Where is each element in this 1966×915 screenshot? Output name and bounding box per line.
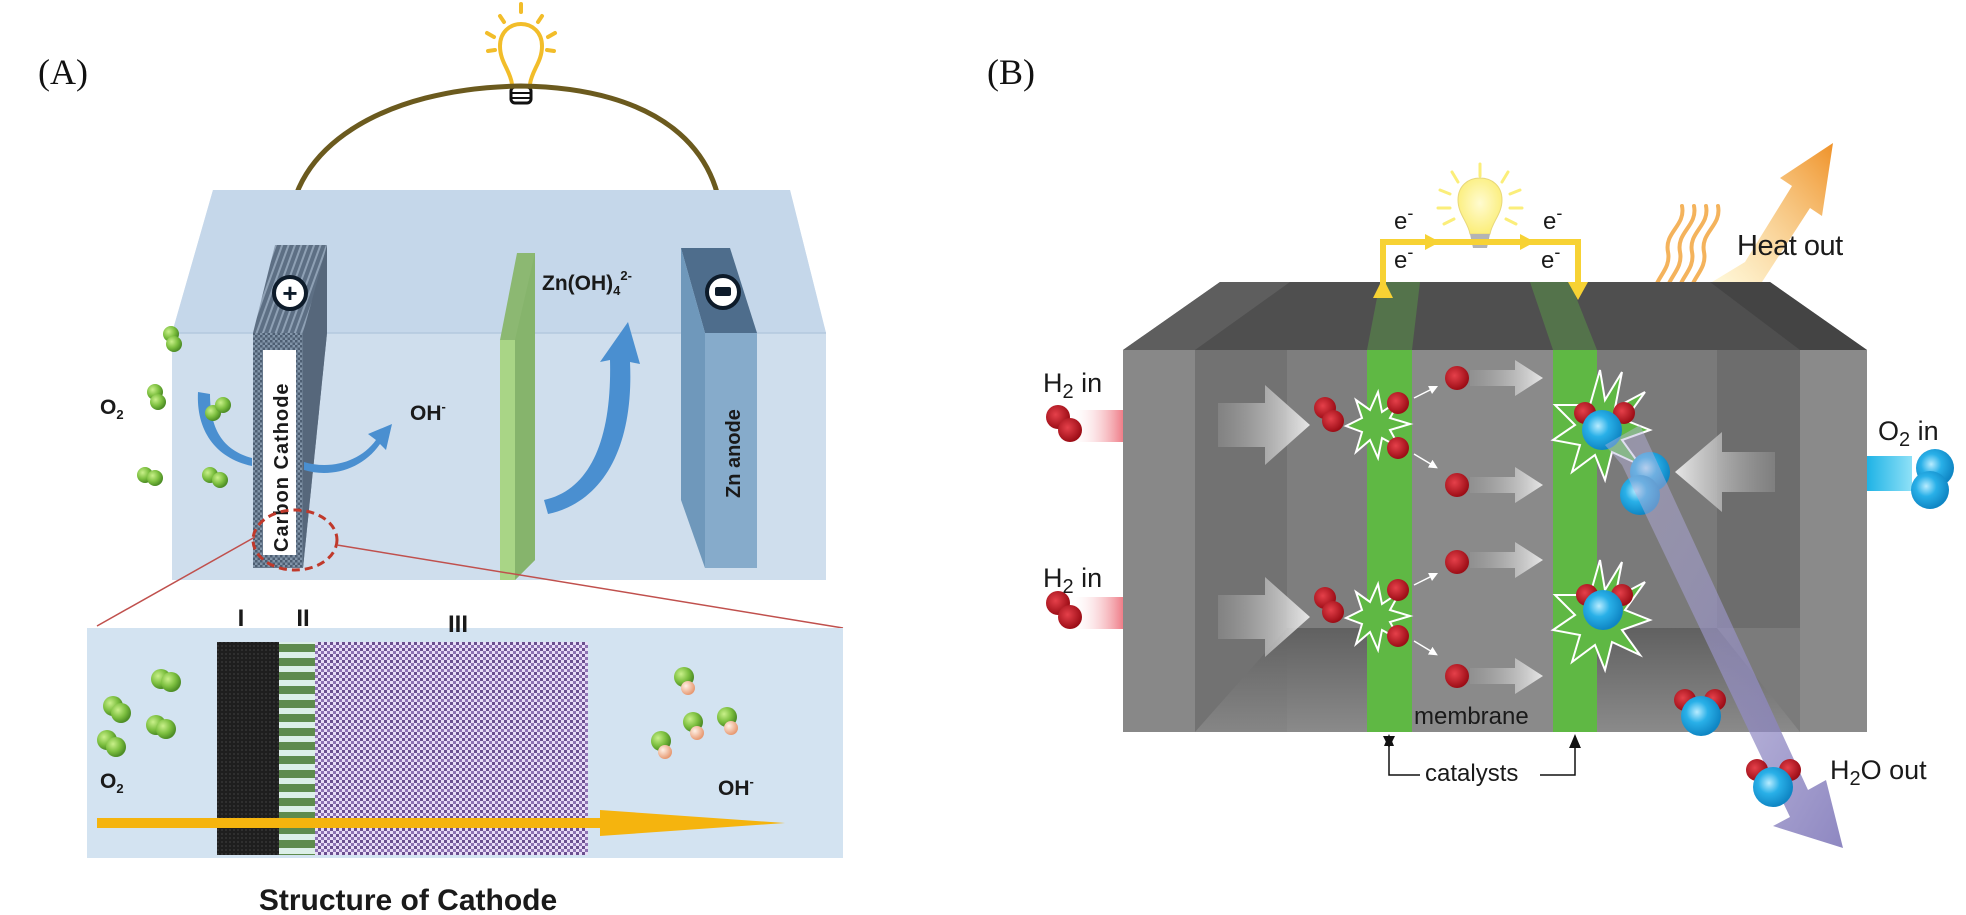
layer-iii-label: III	[448, 611, 468, 638]
heat-out-label: Heat out	[1737, 230, 1843, 262]
inset-oxygen-label: O2	[100, 770, 124, 796]
catalysts-label: catalysts	[1425, 760, 1518, 787]
o2-in-label: O2 in	[1878, 416, 1939, 451]
catalysts-bracket	[1383, 734, 1581, 776]
proton-icon	[1445, 550, 1469, 574]
h2o-molecule-icon	[1576, 584, 1633, 630]
separator	[500, 253, 535, 580]
svg-text:+: +	[282, 278, 297, 308]
o2-molecule-icon	[147, 384, 166, 410]
proton-icon	[1445, 473, 1469, 497]
membrane-label: membrane	[1414, 703, 1529, 730]
positive-terminal-icon: +	[272, 275, 308, 311]
zn-anode: Zn anode	[681, 248, 757, 568]
layer-i-label: I	[238, 605, 245, 632]
oh-molecule-icon	[683, 712, 704, 740]
o2-molecule-icon	[151, 669, 181, 692]
oh-molecules-inset	[651, 667, 738, 759]
heat-arrow-icon	[1652, 143, 1833, 302]
layer-ii-label: II	[296, 605, 309, 632]
cathode-structure-inset: I II III O2 OH-	[87, 605, 843, 858]
proton-icon	[1445, 366, 1469, 390]
panel-a: (A)	[38, 2, 844, 915]
h2o-molecule-icon	[1674, 689, 1726, 736]
proton-icon	[1387, 437, 1409, 459]
o2-molecule-icon	[103, 696, 131, 723]
o2-molecule-icon	[146, 715, 176, 739]
gas-flow-arrows	[1218, 360, 1775, 694]
o2-inlet: O2 in	[1867, 416, 1954, 509]
proton-icon	[1387, 392, 1409, 414]
panel-a-label: (A)	[38, 52, 88, 92]
h2o-out-label: H2O out	[1830, 755, 1927, 790]
h2-molecule-icon	[1314, 587, 1344, 623]
oxygen-label: O2	[100, 396, 124, 422]
carbon-cathode: Carbon Cathode +	[253, 245, 327, 568]
transport-arrow-icon	[97, 810, 785, 836]
panel-b-label: (B)	[987, 52, 1035, 92]
h2-in-label-lower: H2 in	[1043, 563, 1102, 598]
h2o-molecule-icon	[1746, 759, 1801, 807]
electron-label-1: e-	[1394, 203, 1413, 235]
o2-molecule-icon	[163, 326, 182, 352]
oh-molecule-icon	[674, 667, 695, 695]
h2-molecule-icon	[1314, 397, 1344, 432]
o2-molecule-icon	[1911, 449, 1954, 509]
inset-hydroxide-label: OH-	[718, 774, 754, 800]
circuit-wire	[287, 83, 725, 276]
o2-molecule-icon	[205, 397, 231, 421]
electron-label-3: e-	[1543, 203, 1562, 235]
o2-molecule-icon	[137, 467, 163, 486]
hydroxide-label: OH-	[410, 399, 446, 425]
h2-inlet-lower: H2 in	[1043, 563, 1123, 629]
o2-molecule-icon	[202, 467, 228, 488]
electrolyte-cell	[172, 190, 826, 580]
zoom-callout	[96, 508, 844, 629]
fuel-cell-body	[1123, 282, 1867, 732]
light-bulb-icon	[1436, 162, 1524, 248]
proton-icon	[1387, 625, 1409, 647]
anode-label: Zn anode	[723, 409, 745, 498]
external-circuit: e- e- e- e-	[1373, 162, 1588, 300]
inset-title: Structure of Cathode	[259, 884, 557, 915]
h2-in-label-upper: H2 in	[1043, 368, 1102, 403]
o2-molecules-inset	[97, 669, 181, 757]
o2-molecule-icon	[97, 730, 126, 757]
cathode-label: Carbon Cathode	[271, 382, 293, 552]
h2-inlet-upper: H2 in	[1043, 368, 1123, 442]
zincate-label: Zn(OH)42-	[542, 268, 632, 298]
h2-molecule-icon	[1046, 591, 1082, 629]
h2o-outlet: H2O out	[1605, 425, 1927, 848]
h2-molecule-icon	[1046, 405, 1082, 442]
electron-label-4: e-	[1541, 242, 1560, 274]
negative-terminal-icon	[705, 274, 741, 310]
oh-molecule-icon	[651, 731, 672, 759]
panel-b: (B) Heat out	[987, 52, 1954, 848]
proton-icon	[1387, 579, 1409, 601]
oh-molecule-icon	[717, 707, 738, 735]
light-bulb-icon	[485, 2, 557, 105]
h2o-molecule-icon	[1574, 402, 1635, 450]
flow-arrow-icon	[197, 322, 640, 514]
proton-icon	[1445, 664, 1469, 688]
o2-molecules	[137, 326, 231, 488]
electron-label-2: e-	[1394, 242, 1413, 274]
anode-reactions	[1314, 366, 1469, 688]
